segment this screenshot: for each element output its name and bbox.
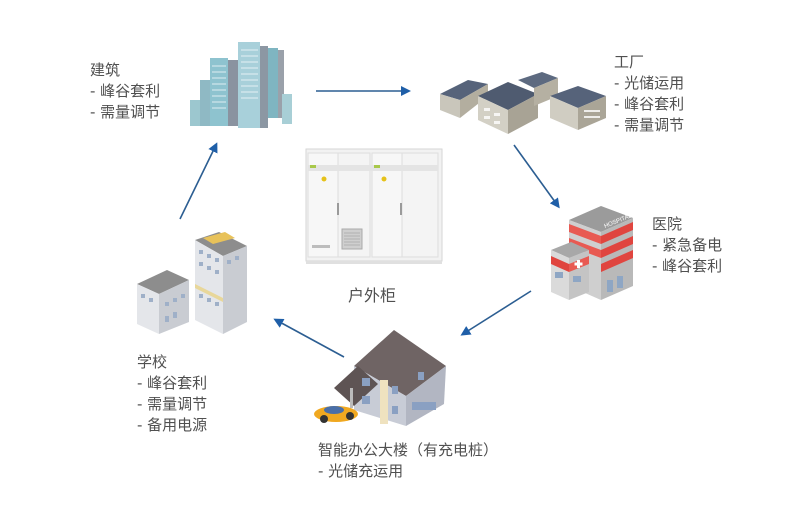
node-title: 智能办公大楼（有充电桩）	[318, 441, 499, 459]
school-icon	[135, 230, 251, 340]
arrow-school-to-building	[179, 142, 218, 220]
node-title: 学校	[137, 353, 168, 371]
node-item: - 备用电源	[137, 416, 208, 434]
skyscrapers-icon	[186, 40, 296, 130]
arrow-office-to-school	[273, 318, 345, 358]
node-item: - 需量调节	[137, 395, 208, 413]
node-title: 建筑	[90, 61, 121, 79]
house-with-ev-icon	[314, 326, 450, 430]
node-item: - 峰谷套利	[614, 95, 685, 113]
node-item: - 需量调节	[614, 116, 685, 134]
node-item: - 光储充运用	[318, 462, 404, 480]
node-item: - 峰谷套利	[90, 82, 161, 100]
node-office-label: 智能办公大楼（有充电桩） - 光储充运用	[318, 440, 498, 482]
node-title: 工厂	[614, 53, 645, 71]
node-item: - 紧急备电	[652, 236, 723, 254]
node-title: 医院	[652, 215, 683, 233]
center-label: 户外柜	[348, 286, 397, 305]
arrow-hospital-to-office	[460, 290, 532, 336]
factory-icon	[438, 66, 608, 138]
arrow-factory-to-hospital	[513, 144, 560, 209]
node-building-label: 建筑 - 峰谷套利 - 需量调节	[90, 60, 160, 123]
node-school-label: 学校 - 峰谷套利 - 需量调节 - 备用电源	[137, 352, 207, 436]
node-item: - 光储运用	[614, 74, 685, 92]
node-factory-label: 工厂 - 光储运用 - 峰谷套利 - 需量调节	[614, 52, 684, 136]
node-item: - 峰谷套利	[137, 374, 208, 392]
node-item: - 峰谷套利	[652, 257, 723, 275]
node-hospital-label: 医院 - 紧急备电 - 峰谷套利	[652, 214, 722, 277]
node-item: - 需量调节	[90, 103, 161, 121]
hospital-icon: HOSPITAL	[549, 200, 639, 302]
outdoor-cabinet-icon	[304, 145, 444, 267]
